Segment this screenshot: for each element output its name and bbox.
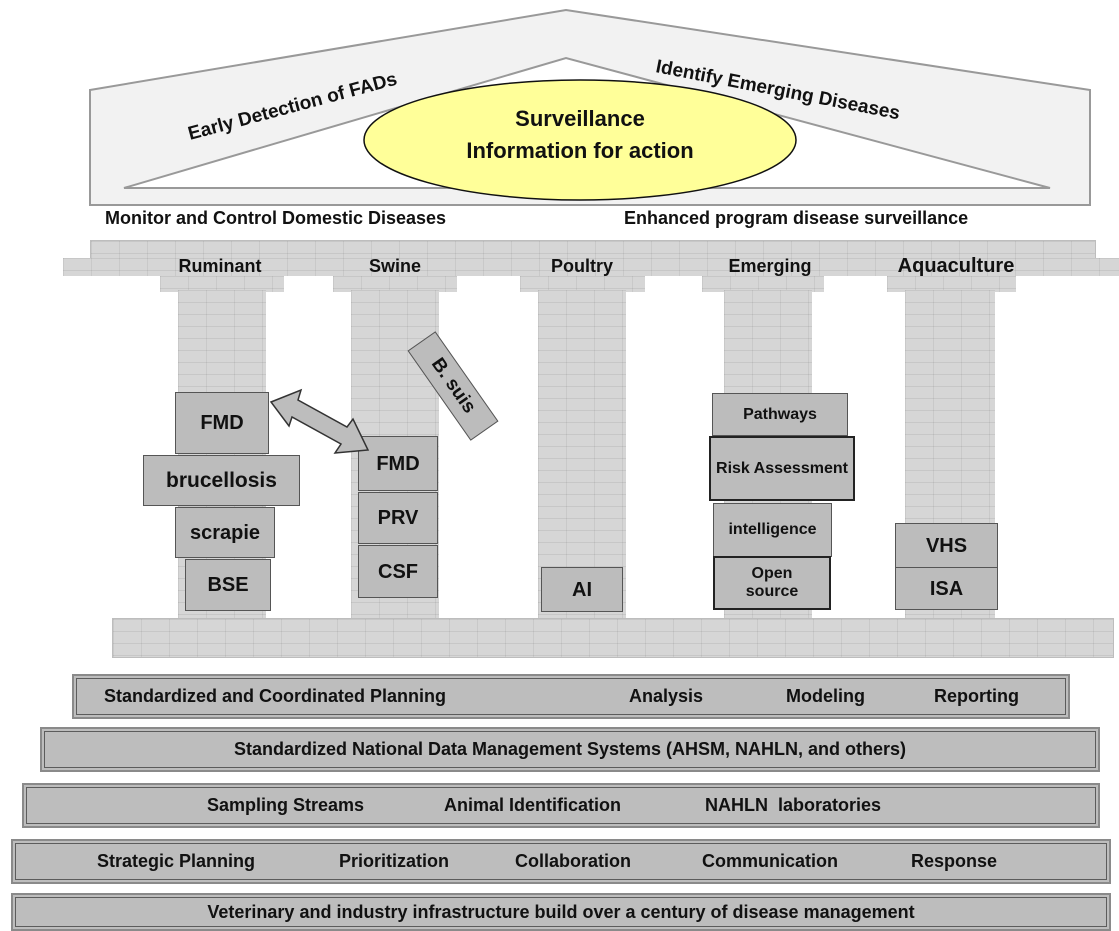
step-planning-analysis: Standardized and Coordinated Planning An… — [72, 674, 1070, 719]
ruminant-box-bse: BSE — [185, 559, 271, 611]
step-1-item-4: Reporting — [934, 686, 1019, 706]
ellipse-line-1: Surveillance — [515, 106, 645, 131]
pillar-title-poultry: Poultry — [550, 256, 613, 276]
step-4-item-3: Collaboration — [515, 851, 631, 871]
roof-pediment: Early Detection of FADs Identify Emergin… — [89, 8, 1091, 206]
step-3-item-3: NAHLN laboratories — [705, 795, 882, 815]
surveillance-ellipse — [363, 79, 797, 201]
step-5-item-1: Veterinary and industry infrastructure b… — [207, 901, 915, 922]
poultry-box-ai: AI — [541, 567, 623, 612]
pillar-capital-lip — [63, 258, 1119, 276]
step-1-item-1: Standardized and Coordinated Planning — [104, 686, 447, 706]
pillar-title-emerging: Emerging — [728, 256, 812, 276]
ruminant-box-scrapie: scrapie — [175, 507, 275, 558]
column-head-emerging — [702, 276, 824, 292]
column-head-poultry — [520, 276, 645, 292]
pillar-title-ruminant: Ruminant — [178, 256, 262, 276]
swine-box-fmd: FMD — [358, 436, 438, 491]
step-strategic-planning: Strategic Planning Prioritization Collab… — [11, 839, 1111, 884]
ruminant-box-fmd: FMD — [175, 392, 269, 454]
step-infrastructure: Veterinary and industry infrastructure b… — [11, 893, 1111, 931]
step-3-item-1: Sampling Streams — [207, 795, 365, 815]
step-data-management: Standardized National Data Management Sy… — [40, 727, 1100, 772]
emerging-box-open-source: Open source — [713, 556, 831, 610]
step-1-item-3: Modeling — [786, 686, 865, 706]
aquaculture-box-vhs: VHS — [895, 523, 998, 568]
step-sampling-streams: Sampling Streams Animal Identification N… — [22, 783, 1100, 828]
emerging-box-risk-assessment: Risk Assessment — [709, 436, 855, 501]
roof-bottom-left-label: Monitor and Control Domestic Diseases — [105, 208, 447, 228]
pillar-base — [112, 618, 1114, 658]
column-head-ruminant — [160, 276, 284, 292]
pillar-poultry — [538, 290, 626, 620]
step-4-item-4: Communication — [702, 851, 839, 871]
swine-box-csf: CSF — [358, 545, 438, 598]
step-4-item-5: Response — [911, 851, 998, 871]
fmd-double-arrow — [269, 388, 370, 454]
step-1-item-2: Analysis — [629, 686, 704, 706]
ellipse-line-2: Information for action — [466, 138, 693, 163]
step-2-item-1: Standardized National Data Management Sy… — [233, 739, 907, 759]
roof-bottom-right-label: Enhanced program disease surveillance — [624, 208, 969, 228]
emerging-box-intelligence: intelligence — [713, 503, 832, 557]
step-4-item-2: Prioritization — [339, 851, 450, 871]
pillar-title-aquaculture: Aquaculture — [897, 255, 1015, 277]
pillar-title-swine: Swine — [368, 256, 421, 276]
aquaculture-box-isa: ISA — [895, 567, 998, 610]
emerging-box-pathways: Pathways — [712, 393, 848, 436]
column-head-aquaculture — [887, 276, 1016, 292]
step-4-item-1: Strategic Planning — [97, 851, 256, 871]
swine-box-prv: PRV — [358, 492, 438, 544]
column-head-swine — [333, 276, 457, 292]
step-3-item-2: Animal Identification — [444, 795, 622, 815]
ruminant-box-brucellosis: brucellosis — [143, 455, 300, 506]
